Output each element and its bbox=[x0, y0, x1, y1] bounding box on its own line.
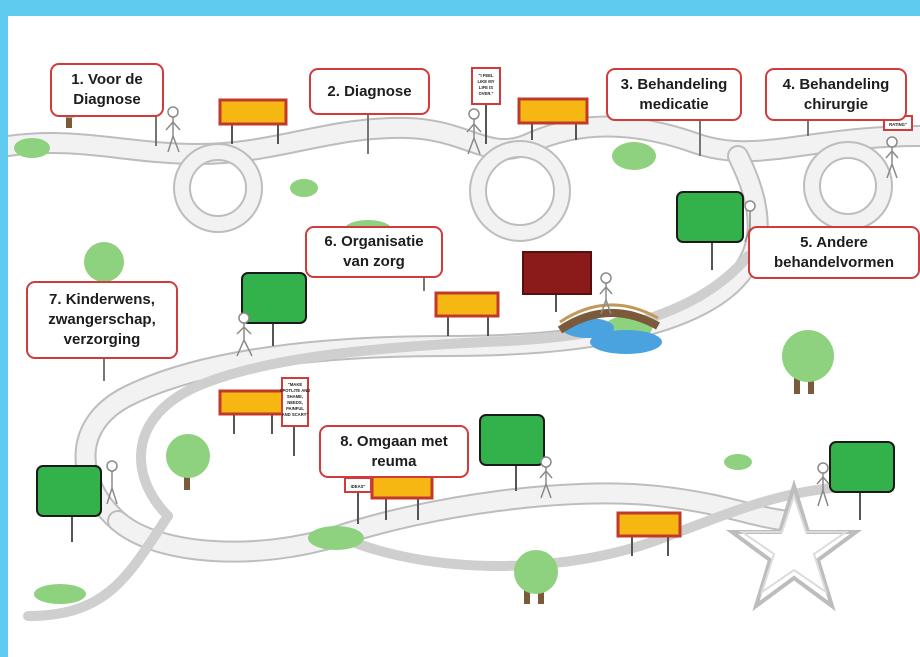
quote-sign-2: "MAKE SPOTLITE AND SHAME, NEEDS, PAINFUL… bbox=[280, 377, 311, 456]
green-board-1 bbox=[676, 191, 744, 270]
lower-road bbox=[109, 484, 797, 561]
side-road bbox=[135, 251, 753, 521]
people bbox=[106, 106, 899, 507]
roundabout-1-surface bbox=[175, 145, 261, 231]
quote-sign-2-line-3: SHAME, bbox=[287, 394, 303, 399]
label-posts bbox=[103, 114, 809, 381]
barrier-6 bbox=[616, 511, 682, 556]
person-5 bbox=[599, 272, 613, 315]
stage-label-3[interactable]: 3. Behandeling medicatie bbox=[606, 68, 742, 121]
bush-1 bbox=[14, 138, 50, 158]
roundabout-3-surface bbox=[805, 143, 891, 229]
red-board bbox=[522, 251, 592, 312]
bush-7 bbox=[34, 584, 86, 604]
barrier-4 bbox=[218, 389, 288, 434]
stage-label-8[interactable]: 8. Omgaan met reuma bbox=[319, 425, 469, 478]
bush-6 bbox=[308, 526, 364, 550]
barrier-2 bbox=[517, 97, 589, 140]
exit-road bbox=[23, 511, 173, 621]
roadmap-frame: "I FEEL LIKE MY LIFE IS OVER." "MAKE SPO… bbox=[8, 16, 920, 657]
bridge-scene bbox=[557, 303, 662, 354]
quote-sign-1-line-2: LIKE MY bbox=[478, 79, 495, 84]
stage-label-1[interactable]: 1. Voor de Diagnose bbox=[50, 63, 164, 117]
quote-sign-1-line-3: LIFE IS bbox=[479, 85, 493, 90]
stage-label-2[interactable]: 2. Diagnose bbox=[309, 68, 430, 115]
pond bbox=[590, 330, 662, 354]
green-board-3 bbox=[479, 414, 545, 491]
stage-label-6[interactable]: 6. Organisatie van zorg bbox=[305, 226, 443, 278]
tree-5 bbox=[514, 550, 558, 604]
quote-sign-2-line-5: PAINFUL bbox=[286, 406, 304, 411]
quote-sign-2-line-2: SPOTLITE AND bbox=[280, 388, 311, 393]
barrier-3 bbox=[434, 291, 500, 336]
boards bbox=[36, 191, 895, 542]
stage-label-5[interactable]: 5. Andere behandelvormen bbox=[748, 226, 920, 279]
destination-star-inner bbox=[738, 492, 850, 595]
green-board-4 bbox=[36, 465, 102, 542]
roadmap-scene: "I FEEL LIKE MY LIFE IS OVER." "MAKE SPO… bbox=[8, 67, 920, 621]
stage-label-4[interactable]: 4. Behandeling chirurgie bbox=[765, 68, 907, 121]
person-7 bbox=[106, 460, 118, 505]
bridge bbox=[557, 308, 660, 334]
quote-sign-2-line-1: "MAKE bbox=[288, 382, 303, 387]
person-1 bbox=[165, 106, 181, 153]
quote-sign-1: "I FEEL LIKE MY LIFE IS OVER." bbox=[471, 67, 501, 144]
person-6 bbox=[236, 312, 253, 357]
quote-sign-2-line-6: AND SCARY" bbox=[282, 412, 309, 417]
stage-label-7[interactable]: 7. Kinderwens, zwangerschap, verzorging bbox=[26, 281, 178, 359]
green-board-5 bbox=[829, 441, 895, 520]
person-9 bbox=[816, 462, 830, 507]
quote-sign-1-line-1: "I FEEL bbox=[478, 73, 493, 78]
green-board-2 bbox=[241, 272, 307, 346]
person-8 bbox=[539, 456, 553, 499]
tree-3 bbox=[166, 434, 210, 490]
roundabout-2-surface bbox=[471, 142, 569, 240]
quote-sign-2-line-4: NEEDS, bbox=[287, 400, 303, 405]
barriers bbox=[218, 97, 682, 556]
barrier-1 bbox=[218, 98, 288, 144]
bush-8 bbox=[724, 454, 752, 470]
bush-2 bbox=[290, 179, 318, 197]
bush-4 bbox=[612, 142, 656, 170]
quote-sign-3-line-1: RATING" bbox=[889, 122, 907, 127]
quote-sign-4: IDEAS" bbox=[344, 477, 372, 524]
quote-sign-1-line-4: OVER." bbox=[478, 91, 493, 96]
road-network bbox=[8, 115, 920, 621]
person-3 bbox=[885, 136, 899, 179]
tree-4 bbox=[782, 330, 834, 394]
quote-sign-4-line-1: IDEAS" bbox=[351, 484, 366, 489]
person-2 bbox=[466, 108, 482, 155]
